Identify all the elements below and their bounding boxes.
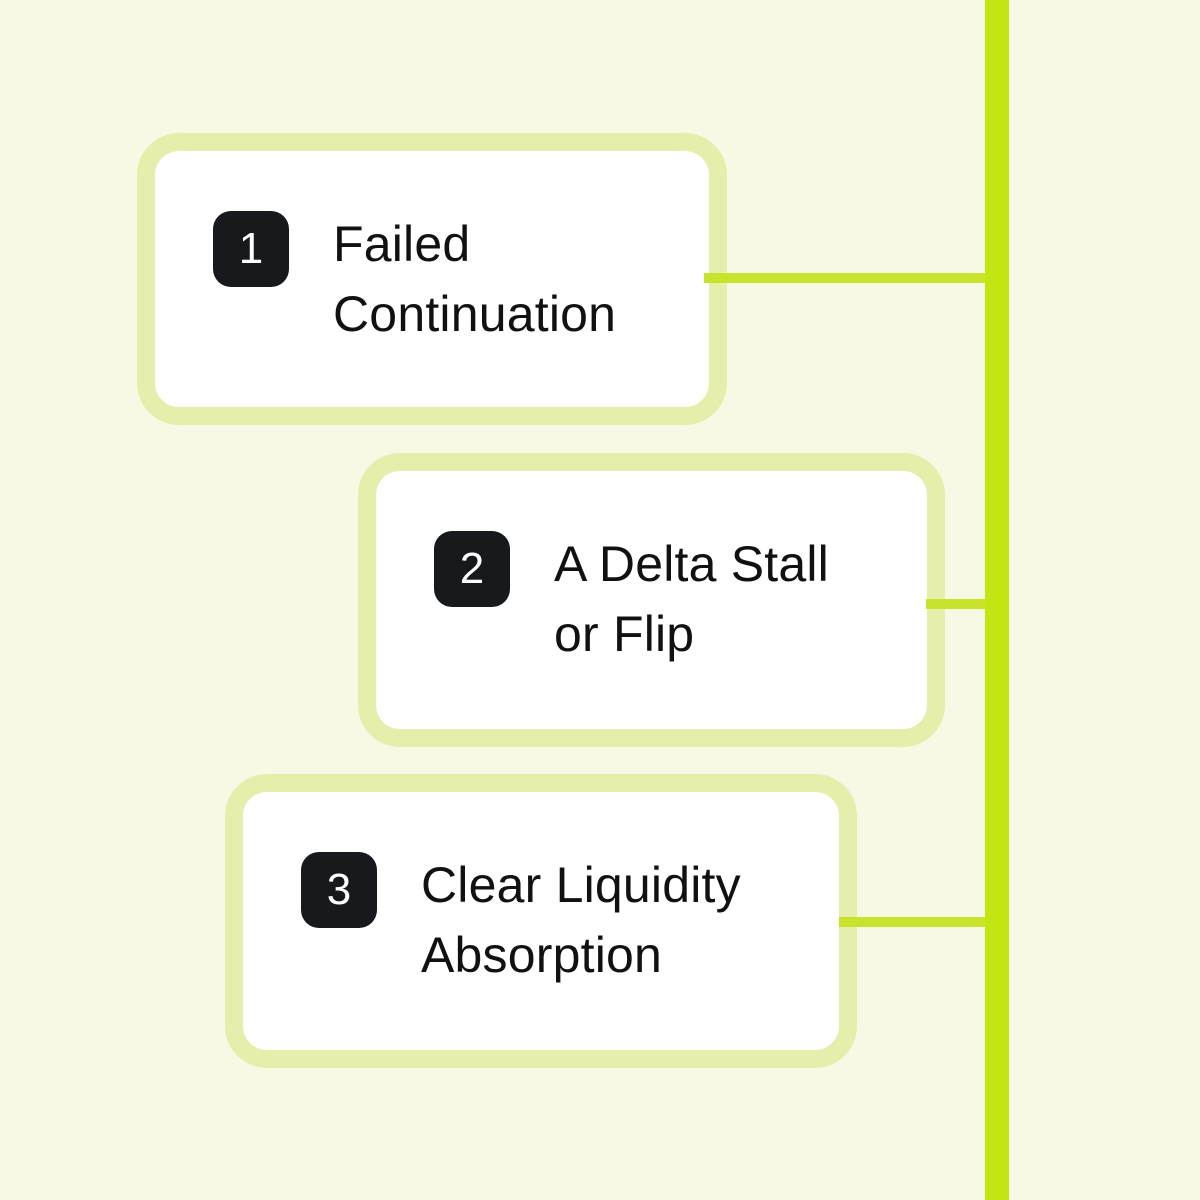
- step-number-badge: 2: [434, 531, 510, 607]
- step-title: Failed Continuation: [333, 216, 617, 342]
- connector-line-3: [839, 917, 985, 927]
- step-card-1: 1 Failed Continuation: [137, 133, 727, 425]
- step-number-badge: 3: [301, 852, 377, 928]
- step-number-badge: 1: [213, 211, 289, 287]
- step-card-2: 2 A Delta Stall or Flip: [358, 453, 945, 747]
- vertical-timeline-bar: [985, 0, 1009, 1200]
- connector-line-2: [926, 599, 985, 609]
- step-card-3: 3 Clear Liquidity Absorption: [225, 774, 857, 1068]
- connector-line-1: [704, 273, 985, 283]
- step-title: A Delta Stall or Flip: [554, 536, 829, 662]
- step-title: Clear Liquidity Absorption: [421, 857, 741, 983]
